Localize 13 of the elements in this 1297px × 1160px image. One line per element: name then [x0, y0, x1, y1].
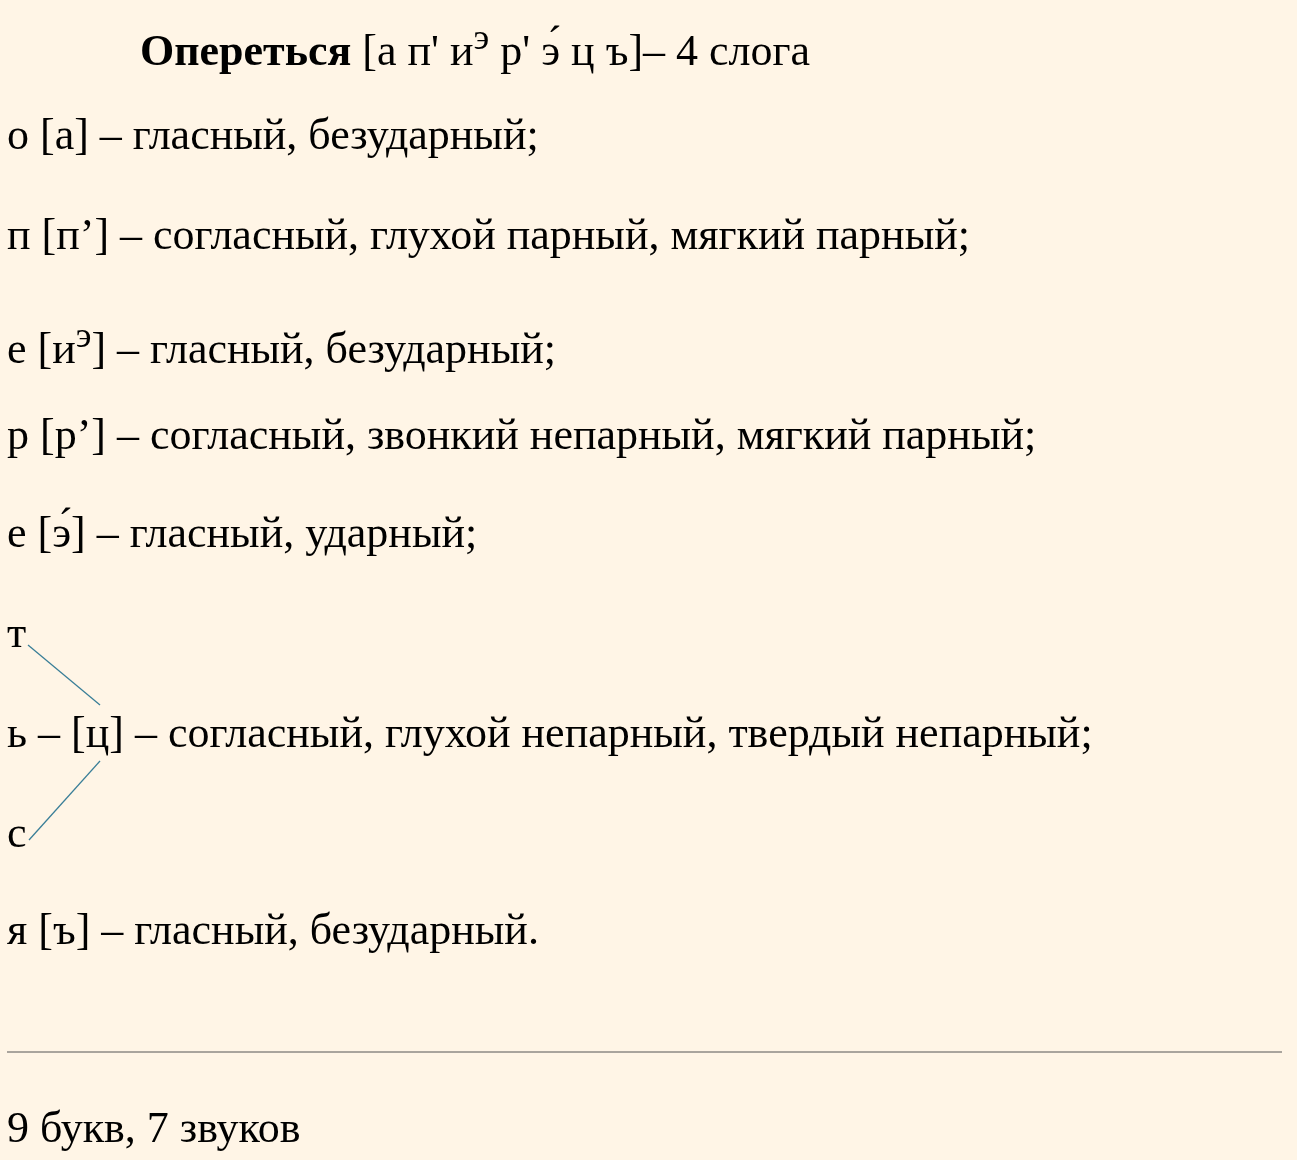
phonetic-analysis-line: ь – [ц] – согласный, глухой непарный, твердый непарный; [7, 705, 1093, 761]
phonetic-analysis-line: я [ъ] – гласный, безударный. [7, 904, 539, 956]
phonetic-analysis-line: о [а] – гласный, безударный; [7, 109, 539, 161]
letter: т [7, 605, 27, 661]
heading: Опереться [а п' и$^{э}$ р' э́ ц ъ]– 4 слога [140, 15, 811, 77]
phonetic-analysis-line: е [и$^{э}$] – гласный, безударный; [7, 313, 556, 375]
summary-text: 9 букв, 7 звуков [7, 1102, 301, 1154]
leader-line [27, 644, 101, 706]
phonetic-analysis-line: е [э́] – гласный, ударный; [7, 506, 478, 559]
leader-line [28, 760, 101, 841]
phonetic-analysis-line: п [п’] – согласный, глухой парный, мягкий парный; [7, 209, 970, 261]
phonetic-analysis-line: р [р’] – согласный, звонкий непарный, мягкий парный; [7, 409, 1037, 461]
letter: с [7, 805, 27, 861]
